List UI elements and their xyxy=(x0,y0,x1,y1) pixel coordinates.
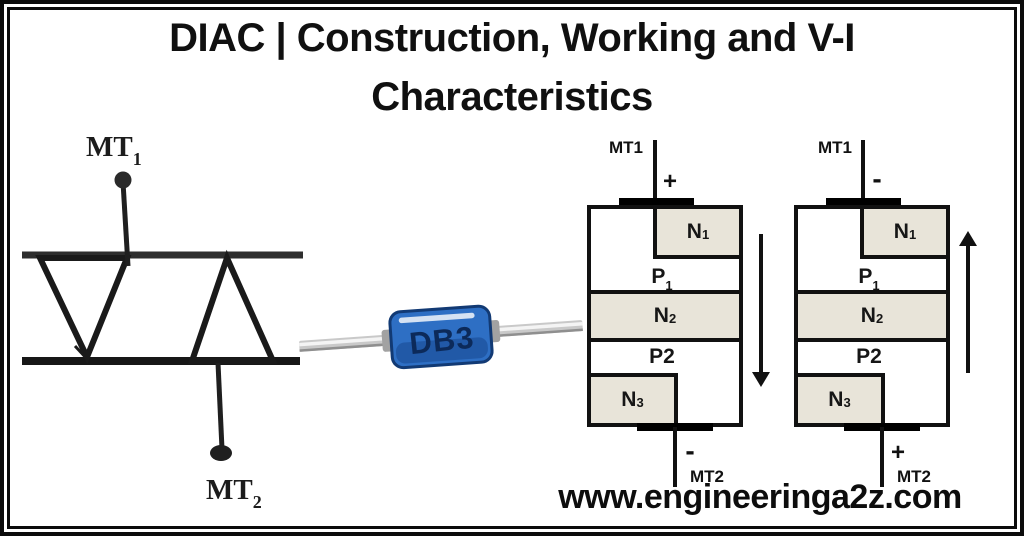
d2-bottom-polarity-sign: + xyxy=(890,439,905,466)
d2-n3-label: N xyxy=(828,388,844,411)
d1-mt1-terminal-lead xyxy=(653,140,657,206)
d2-p1-subscript: 1 xyxy=(872,278,880,294)
d2-mt1-terminal-lead xyxy=(861,140,865,206)
symbol-pen-artifact xyxy=(73,344,90,362)
left-lead-shadow xyxy=(299,342,393,352)
mt1-terminal-dot xyxy=(114,171,132,189)
symbol-mt2-text: MT xyxy=(206,474,253,506)
d1-top-electrode-bar xyxy=(619,198,694,206)
diac-component-photo: DB3 xyxy=(299,304,583,370)
mt2-lead-line xyxy=(215,362,225,450)
diac-symbol-figure xyxy=(22,171,303,461)
d1-n2-subscript: 2 xyxy=(668,310,677,326)
d2-n3-subscript: 3 xyxy=(843,394,851,410)
d1-p1-subscript: 1 xyxy=(665,278,673,294)
symbol-mt1-text: MT xyxy=(86,131,133,163)
d2-current-arrow-shaft xyxy=(966,245,970,373)
d2-current-arrow-head-up-icon xyxy=(959,231,977,246)
symbol-right-triangle xyxy=(187,249,278,364)
d1-p1-label: P xyxy=(651,265,666,288)
d1-mt2-terminal-lead xyxy=(673,427,677,487)
d2-mt2-terminal-lead xyxy=(880,427,884,487)
component-part-number: DB3 xyxy=(408,320,476,362)
symbol-left-triangle xyxy=(35,255,132,365)
component-group: DB3 xyxy=(299,304,583,370)
d2-layer-p2-label: P2 xyxy=(849,345,889,371)
d1-top-polarity-sign: + xyxy=(662,168,677,195)
d2-layer-p1-label: P1 xyxy=(849,265,889,294)
d2-n1-subscript: 1 xyxy=(908,226,917,242)
website-watermark: www.engineeringa2z.com xyxy=(558,478,962,516)
d1-mt2-terminal-label: MT2 xyxy=(690,467,724,486)
d1-p2-label: P2 xyxy=(649,345,675,368)
d2-p1-label: P xyxy=(858,265,873,288)
left-lead-highlight xyxy=(299,336,393,347)
page-title-line2: Characteristics xyxy=(371,75,653,119)
d1-n1-subscript: 1 xyxy=(701,226,710,242)
symbol-mt2-label: MT2 xyxy=(206,474,262,512)
page-title-line1: DIAC | Construction, Working and V-I xyxy=(169,16,855,60)
d2-p2-label: P2 xyxy=(856,345,882,368)
mt1-lead-line xyxy=(120,181,131,267)
d2-n2-label: N xyxy=(860,304,876,327)
right-lead-shadow xyxy=(488,328,583,338)
d2-top-polarity-sign: - xyxy=(872,163,882,194)
mt2-terminal-dot xyxy=(210,445,232,461)
d1-n2-label: N xyxy=(653,304,669,327)
d2-n1-label: N xyxy=(893,220,909,243)
component-body-shadow xyxy=(395,337,488,364)
d1-n1-label: N xyxy=(686,220,702,243)
symbol-mt1-subscript: 1 xyxy=(132,148,142,169)
d1-mt1-terminal-label: MT1 xyxy=(609,138,643,157)
d1-bottom-polarity-sign: - xyxy=(685,435,695,466)
d1-current-arrow-head-down-icon xyxy=(752,372,770,387)
d1-current-arrow-shaft xyxy=(759,234,763,374)
d1-n3-subscript: 3 xyxy=(636,394,644,410)
d1-n3-label: N xyxy=(621,388,637,411)
component-body-highlight xyxy=(398,312,475,324)
symbol-mt1-label: MT1 xyxy=(86,131,142,169)
d2-mt1-terminal-label: MT1 xyxy=(818,138,852,157)
d1-layer-p1-label: P1 xyxy=(642,265,682,294)
symbol-mt2-subscript: 2 xyxy=(252,491,262,512)
right-lead-highlight xyxy=(488,322,583,333)
d2-top-electrode-bar xyxy=(826,198,901,206)
d2-mt2-terminal-label: MT2 xyxy=(897,467,931,486)
d1-layer-p2-label: P2 xyxy=(642,345,682,371)
d2-n2-subscript: 2 xyxy=(875,310,884,326)
